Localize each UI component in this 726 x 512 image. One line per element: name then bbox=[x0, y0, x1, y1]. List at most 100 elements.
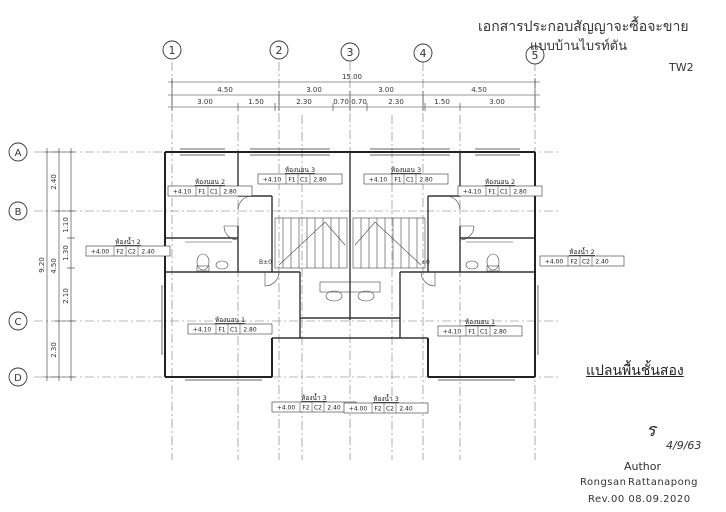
column-bubble-4 bbox=[413, 43, 433, 63]
dim-value: 3.00 bbox=[306, 86, 322, 94]
room-name: ห้องนอน 3 bbox=[391, 166, 421, 174]
room-spec-value: +4.00 bbox=[545, 259, 564, 266]
room-spec-value: 2.80 bbox=[313, 177, 327, 184]
level-mark: B±0 bbox=[259, 259, 272, 266]
dim-value: 2.30 bbox=[388, 98, 404, 106]
dim-value: 2.40 bbox=[50, 174, 58, 190]
room-spec-box bbox=[457, 185, 543, 197]
room-spec-value: F2 bbox=[116, 249, 123, 256]
dim-value: 2.10 bbox=[62, 288, 70, 304]
room-tag: ห้องน้ำ 3 +4.00 F2 C2 2.40 bbox=[343, 394, 429, 414]
plan-title: แปลนพื้นชั้นสอง bbox=[586, 363, 684, 379]
dim-value: 3.00 bbox=[489, 98, 505, 106]
room-spec-box bbox=[343, 402, 429, 414]
room-spec-value: F1 bbox=[488, 189, 495, 196]
dim-value: 1.10 bbox=[62, 217, 70, 233]
room-spec-value: +4.00 bbox=[349, 406, 368, 413]
room-spec-value: F2 bbox=[302, 405, 309, 412]
room-spec-box bbox=[85, 245, 171, 257]
room-spec-value: F1 bbox=[288, 177, 295, 184]
column-label: 4 bbox=[420, 47, 427, 60]
room-spec-value: 2.80 bbox=[493, 329, 507, 336]
left-dimension-lines bbox=[43, 148, 75, 381]
row-label: C bbox=[15, 317, 22, 328]
room-spec-value: 2.80 bbox=[513, 189, 527, 196]
room-spec-box bbox=[187, 323, 273, 335]
row-bubble-a bbox=[8, 142, 28, 162]
room-spec-value: C2 bbox=[314, 405, 322, 412]
dim-value: 1.50 bbox=[434, 98, 450, 106]
signature: ร bbox=[646, 420, 656, 441]
room-spec-value: F2 bbox=[570, 259, 577, 266]
dim-total: 15.00 bbox=[342, 73, 362, 81]
room-name: ห้องน้ำ 3 bbox=[301, 393, 327, 402]
room-spec-box bbox=[437, 325, 523, 337]
room-spec-value: +4.10 bbox=[173, 189, 192, 196]
room-spec-value: C1 bbox=[480, 329, 488, 336]
room-spec-box bbox=[363, 173, 449, 185]
room-name: ห้องน้ำ 2 bbox=[569, 247, 595, 256]
author-label: Author bbox=[624, 460, 662, 473]
author-last-name: Rattanapong bbox=[628, 477, 698, 488]
room-spec-value: 2.40 bbox=[141, 249, 155, 256]
row-label: D bbox=[14, 373, 22, 384]
author-first-name: Rongsan bbox=[580, 477, 627, 488]
room-name: ห้องน้ำ 3 bbox=[373, 394, 399, 403]
row-bubble-c bbox=[8, 311, 28, 331]
column-bubble-1 bbox=[162, 40, 182, 60]
room-spec-value: 2.80 bbox=[419, 177, 433, 184]
room-spec-value: C2 bbox=[386, 406, 394, 413]
house-model-name: แบบบ้านไบรท์ตัน bbox=[530, 39, 627, 54]
room-spec-value: +4.10 bbox=[369, 177, 388, 184]
room-spec-value: 2.80 bbox=[223, 189, 237, 196]
room-spec-value: +4.00 bbox=[277, 405, 296, 412]
column-label: 3 bbox=[347, 46, 354, 59]
dim-value: 4.50 bbox=[471, 86, 487, 94]
column-bubble-2 bbox=[269, 40, 289, 60]
row-bubble-b bbox=[8, 201, 28, 221]
room-spec-value: C1 bbox=[210, 189, 218, 196]
room-spec-value: F2 bbox=[374, 406, 381, 413]
room-tag: ห้องน้ำ 3 +4.00 F2 C2 2.40 bbox=[271, 393, 357, 413]
room-name: ห้องน้ำ 2 bbox=[115, 237, 141, 246]
dim-value: 4.50 bbox=[50, 258, 58, 274]
model-code: TW2 bbox=[669, 61, 694, 74]
row-bubble-d bbox=[8, 367, 28, 387]
room-spec-value: +4.10 bbox=[263, 177, 282, 184]
stairs bbox=[274, 217, 426, 269]
column-bubble-5 bbox=[525, 45, 545, 65]
room-spec-value: +4.00 bbox=[91, 249, 110, 256]
room-spec-value: +4.10 bbox=[463, 189, 482, 196]
row-bubbles bbox=[8, 142, 28, 387]
row-label: B bbox=[15, 207, 22, 218]
column-label: 5 bbox=[532, 49, 539, 62]
room-tag: ห้องนอน 2+4.10 F1 C1 2.80 bbox=[167, 178, 253, 197]
dim-value: 1.30 bbox=[62, 245, 70, 261]
room-spec-value: 2.40 bbox=[327, 405, 341, 412]
dim-left-total: 9.20 bbox=[38, 257, 46, 273]
room-name: ห้องนอน 1 bbox=[465, 318, 495, 326]
room-spec-value: 2.40 bbox=[399, 406, 413, 413]
room-tag: ห้องน้ำ 2 +4.00 F2 C2 2.40 bbox=[85, 237, 171, 257]
room-spec-value: F1 bbox=[198, 189, 205, 196]
room-spec-box bbox=[257, 173, 343, 185]
row-label: A bbox=[15, 148, 22, 159]
dim-value: 3.00 bbox=[197, 98, 213, 106]
room-spec-value: 2.40 bbox=[595, 259, 609, 266]
column-bubble-3 bbox=[340, 42, 360, 62]
column-label: 1 bbox=[169, 44, 176, 57]
room-spec-value: C1 bbox=[406, 177, 414, 184]
room-spec-value: C2 bbox=[128, 249, 136, 256]
room-spec-box bbox=[539, 255, 625, 267]
dim-value: 1.50 bbox=[248, 98, 264, 106]
room-spec-value: C1 bbox=[300, 177, 308, 184]
room-name: ห้องนอน 2 bbox=[195, 178, 225, 186]
room-spec-value: +4.10 bbox=[443, 329, 462, 336]
room-spec-value: F1 bbox=[468, 329, 475, 336]
room-name: ห้องนอน 1 bbox=[215, 316, 245, 324]
room-spec-value: C1 bbox=[230, 327, 238, 334]
